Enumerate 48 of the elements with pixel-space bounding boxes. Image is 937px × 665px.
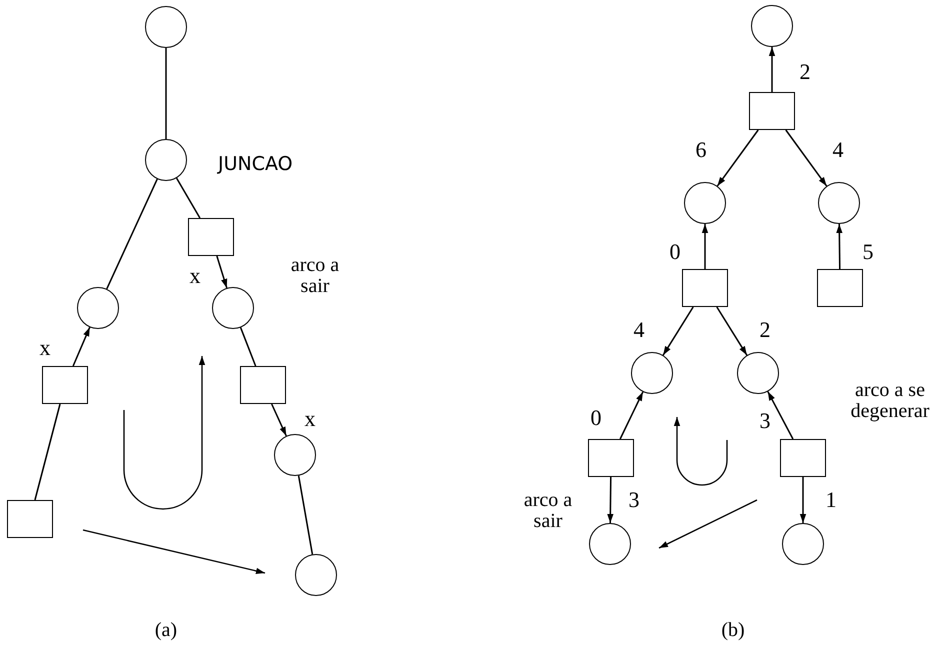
square-node (749, 92, 795, 130)
arrow (716, 306, 748, 356)
square-node (780, 439, 826, 477)
arrow (836, 224, 842, 269)
state-circle (212, 287, 254, 329)
square-node (682, 269, 728, 307)
state-circle (737, 352, 779, 394)
state-circle (145, 139, 187, 181)
connector-line (176, 178, 201, 218)
state-circle (782, 523, 824, 565)
arrow (800, 477, 806, 523)
arrow (785, 130, 828, 186)
arrow (767, 391, 794, 440)
annotation-label: (b) (720, 620, 746, 641)
arrow (271, 404, 287, 436)
connector-line (34, 404, 61, 500)
annotation-label: arco a sair (522, 490, 574, 532)
arrow (619, 392, 644, 440)
state-circle (295, 554, 337, 596)
state-circle (589, 523, 631, 565)
arrow (768, 47, 776, 92)
annotation-label: arco a se degenerar (850, 380, 930, 422)
state-circle (818, 182, 860, 224)
square-node (188, 218, 234, 256)
square-node (7, 500, 53, 538)
square-node (42, 366, 88, 404)
square-node (240, 366, 286, 404)
arrow (662, 306, 694, 356)
connector-line (298, 476, 314, 554)
arrow (72, 327, 90, 366)
state-circle (684, 182, 726, 224)
arrow (702, 224, 708, 269)
arrow (216, 256, 228, 288)
state-circle (77, 287, 119, 329)
square-node (588, 439, 634, 477)
annotation-label: arco a sair (290, 255, 340, 297)
state-circle (751, 5, 793, 47)
connector-line (106, 178, 158, 290)
arrow (607, 476, 614, 523)
annotation-label: (a) (154, 620, 178, 641)
junction-label: JUNCAO (218, 154, 294, 175)
state-circle (631, 352, 673, 394)
arrow (716, 130, 759, 186)
connector-line (165, 48, 167, 139)
connector-line (240, 327, 256, 366)
square-node (817, 269, 863, 307)
state-circle (145, 6, 187, 48)
state-circle (274, 434, 316, 476)
